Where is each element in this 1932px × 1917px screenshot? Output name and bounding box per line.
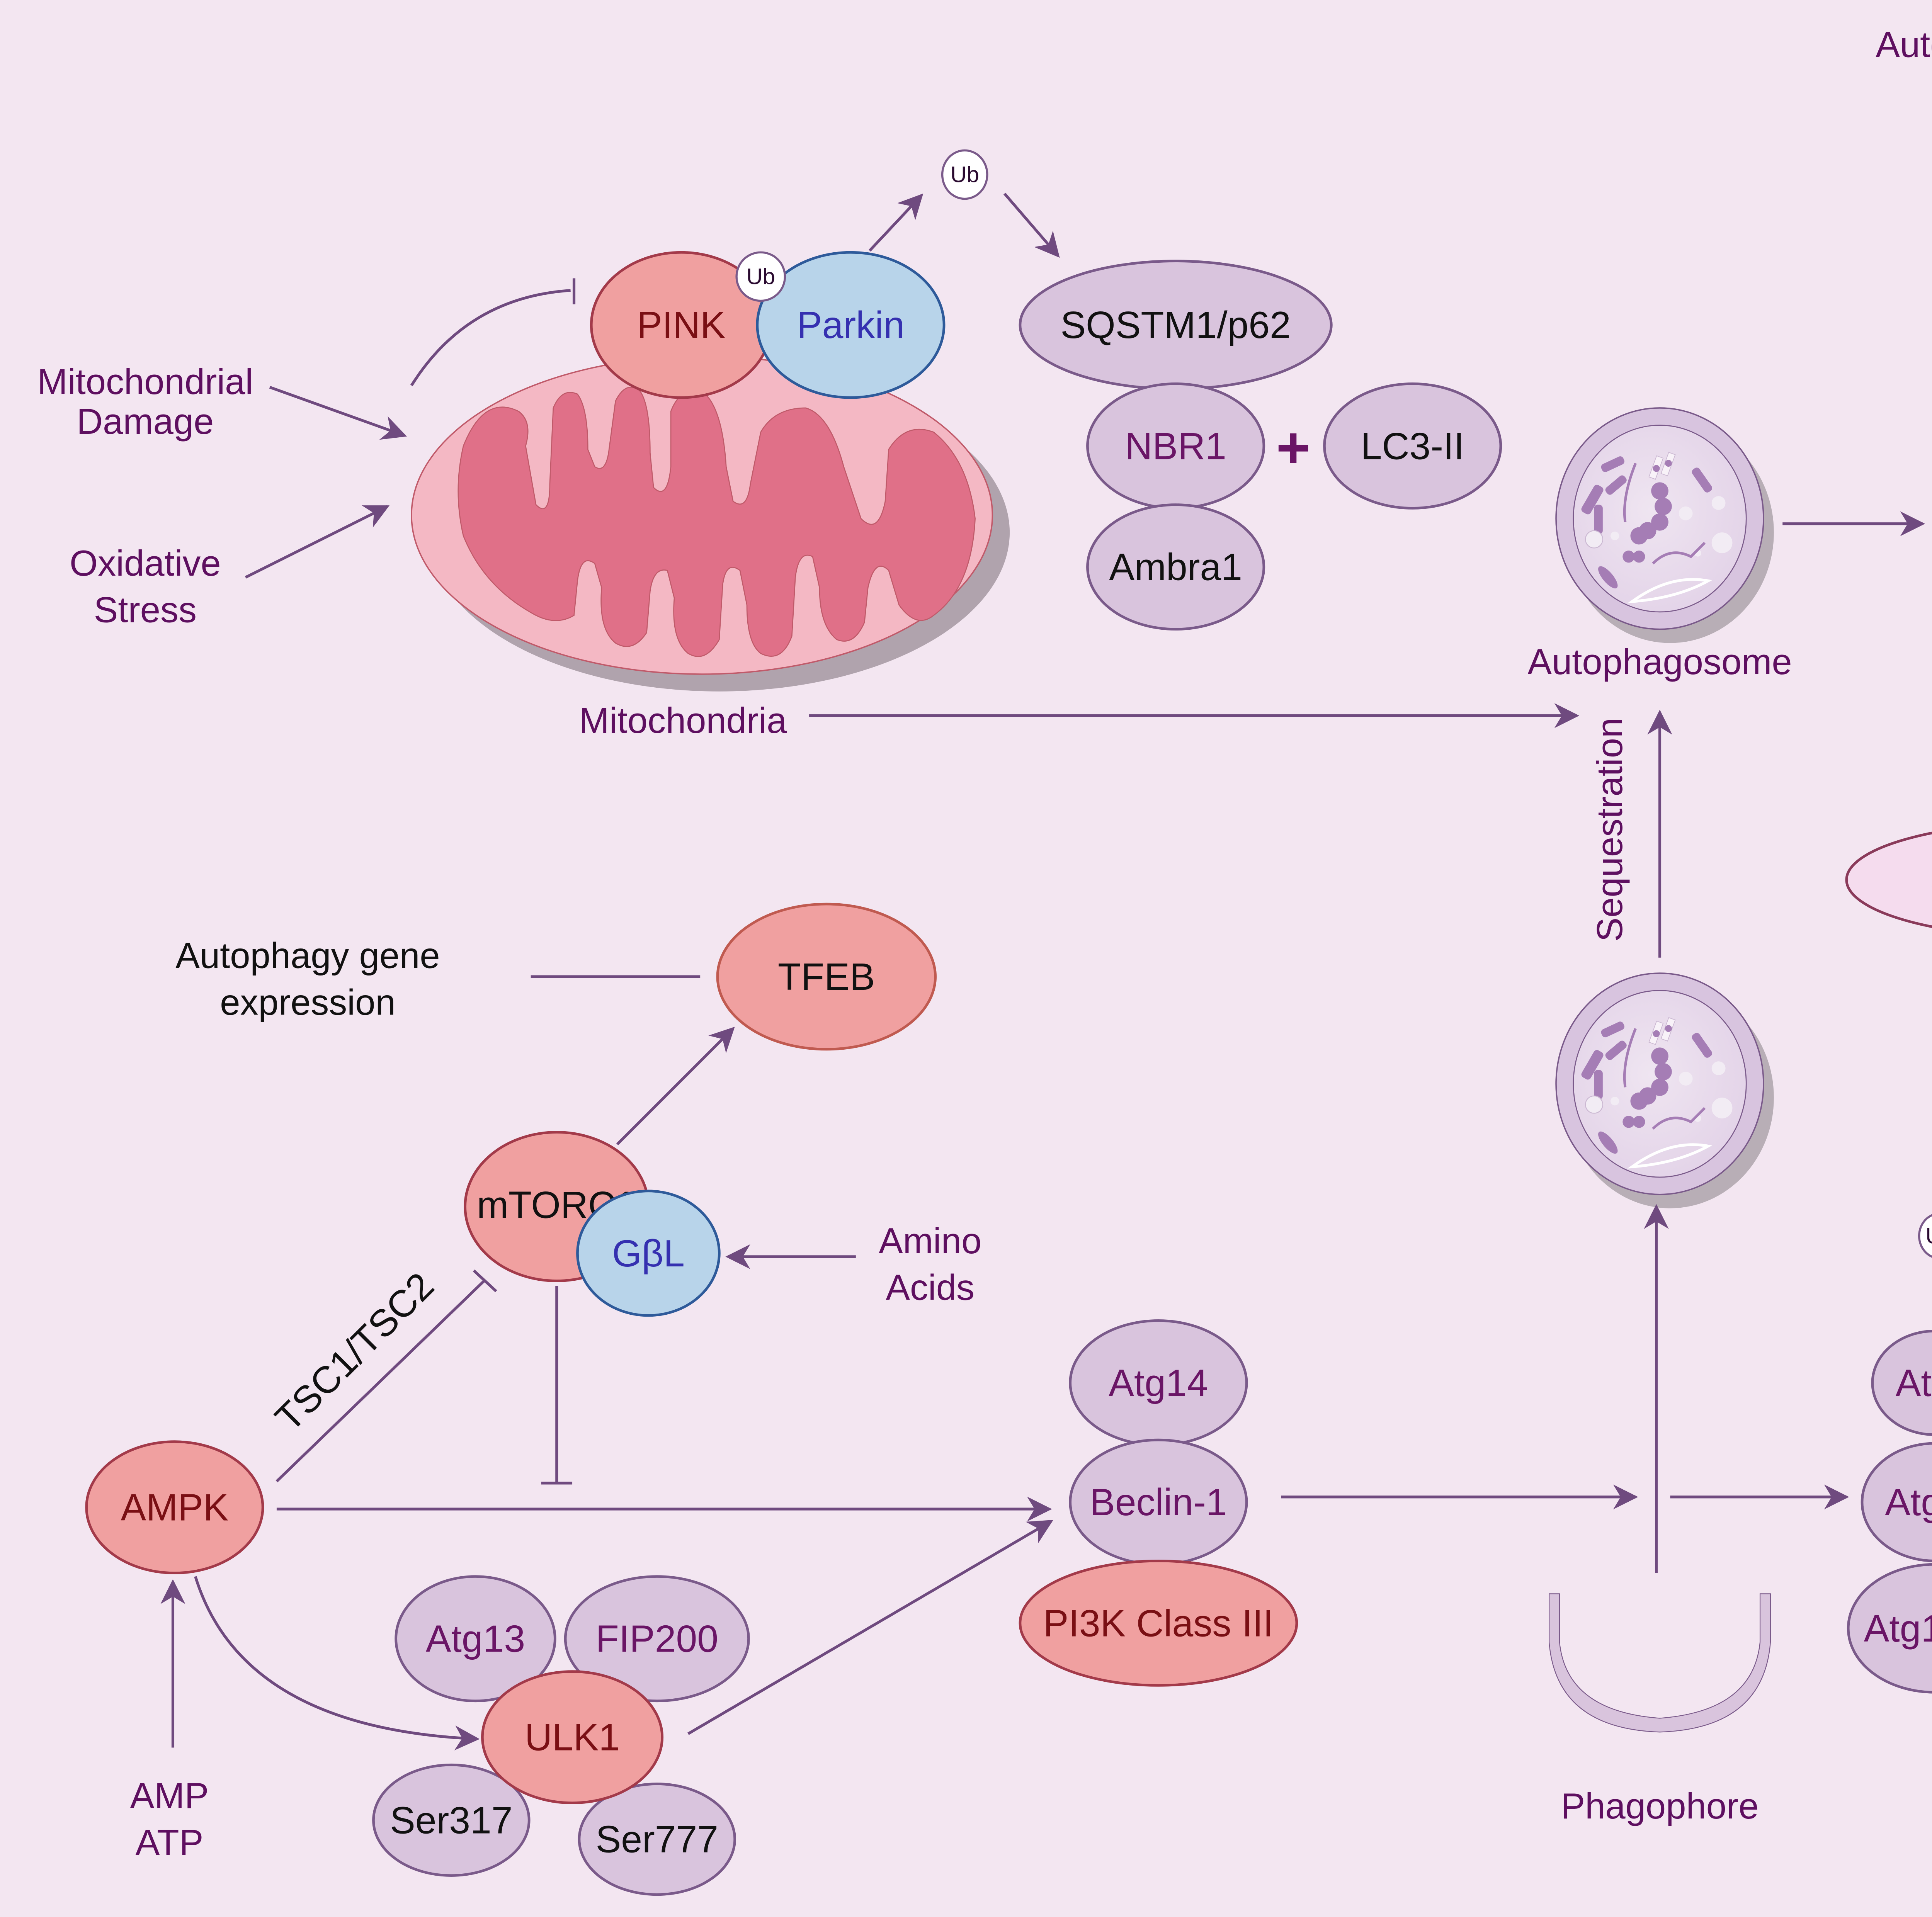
atg13-node: Atg13 [395,1575,556,1703]
atg14-node: Atg14 [1069,1319,1248,1446]
atg12-mid-node: Atg12 [1861,1442,1932,1562]
beclin1-node: Beclin-1 [1069,1438,1248,1566]
oxidative-stress-label-2: Stress [94,590,197,630]
nbr1-top-label: NBR1 [1125,425,1226,467]
sqstm1-right-node: SQSTM1/p62 [1845,831,1932,928]
phagophore-shape [1549,1593,1771,1733]
ulk1-node: ULK1 [481,1670,664,1805]
gbl-node: GβL [576,1190,721,1317]
phagophore-label: Phagophore [1561,1786,1759,1826]
atg5-mid-node: Atg5 [1871,1330,1932,1436]
mitochondrion [411,355,1010,692]
ub-floating-label: Ub [951,162,979,187]
autophagy-gene-label-1: Autophagy gene [175,935,440,976]
arrow-parkin-ub [869,193,923,252]
fip200-label: FIP200 [596,1618,718,1660]
pink-label: PINK [637,304,726,346]
lc3ii-top-label: LC3-II [1361,425,1464,467]
arrow-mtorc1-tfeb [616,1026,735,1145]
pi3k-label: PI3K Class III [1043,1602,1274,1644]
atg5-mid-label: Atg5 [1896,1361,1932,1404]
atp-label: ATP [136,1822,204,1863]
mito-damage-label-1: Mitochondrial [37,361,253,402]
mitochondria-label: Mitochondria [579,700,787,741]
ampk-node: AMPK [85,1440,264,1574]
atg13-label: Atg13 [426,1618,525,1660]
autophagy-gene-label-2: expression [220,982,395,1022]
sequestration-label: Sequestration [1589,718,1630,942]
arrow-ulk1-beclin1 [687,1520,1054,1735]
amino-acids-label-2: Acids [886,1267,975,1308]
parkin-label: Parkin [797,304,905,346]
beclin1-label: Beclin-1 [1090,1481,1227,1523]
tfeb-node: TFEB [716,902,937,1051]
ub-floating: Ub [941,149,988,200]
nbr1-top-node: NBR1 [1086,382,1265,510]
ambra1-label: Ambra1 [1109,546,1242,588]
ub-label: Ub [747,264,775,289]
sqstm1-top-node: SQSTM1/p62 [1019,260,1333,391]
atg16l1-mid-label: Atg16L1 [1864,1607,1932,1650]
ser777-label: Ser777 [596,1818,718,1861]
ulk1-label: ULK1 [525,1716,620,1759]
ub-badge: Ub [735,251,786,302]
ampk-label: AMPK [121,1486,228,1529]
oxidative-stress-label-1: Oxidative [70,543,221,583]
pi3k-node: PI3K Class III [1019,1559,1298,1687]
plus-sign-top: + [1276,415,1310,481]
ub-content-2: Ub [1925,1224,1932,1249]
ser317-node: Ser317 [372,1763,531,1877]
atg16l1-mid-node: Atg16L1 [1847,1563,1932,1694]
arrow-mito-damage [269,386,407,440]
cytoplasmic-contents: Ub Ub [1918,1214,1932,1258]
autophagolysosome-label: Autophagolysosome [1876,24,1932,65]
arrow-ub-sqstm1 [1003,192,1060,258]
sqstm1-right-label: SQSTM1/p62 [1930,858,1932,901]
autophagosome-label: Autophagosome [1527,641,1792,682]
inhibit-bar-tsc [473,1269,497,1292]
fip200-node: FIP200 [564,1575,750,1703]
parkin-node: Parkin [756,251,946,399]
pink-node: PINK [590,251,772,399]
lc3ii-top-node: LC3-II [1323,382,1502,510]
gbl-label: GβL [612,1232,685,1275]
mito-damage-label-2: Damage [77,401,214,442]
ambra1-node: Ambra1 [1086,503,1265,631]
atg12-mid-label: Atg12 [1885,1481,1932,1523]
amino-acids-label-1: Amino [879,1220,981,1261]
amp-label: AMP [130,1775,209,1816]
ser777-node: Ser777 [578,1783,736,1896]
arrow-oxidative-stress [245,505,390,579]
tfeb-label: TFEB [778,955,875,998]
sqstm1-top-label: SQSTM1/p62 [1061,304,1291,346]
arrow-ampk-ulk1 [194,1576,480,1750]
inhibit-line-mito-pink [410,289,571,386]
atg14-label: Atg14 [1109,1361,1208,1404]
inhibit-line-tsc [276,1280,485,1483]
ser317-label: Ser317 [390,1799,512,1841]
